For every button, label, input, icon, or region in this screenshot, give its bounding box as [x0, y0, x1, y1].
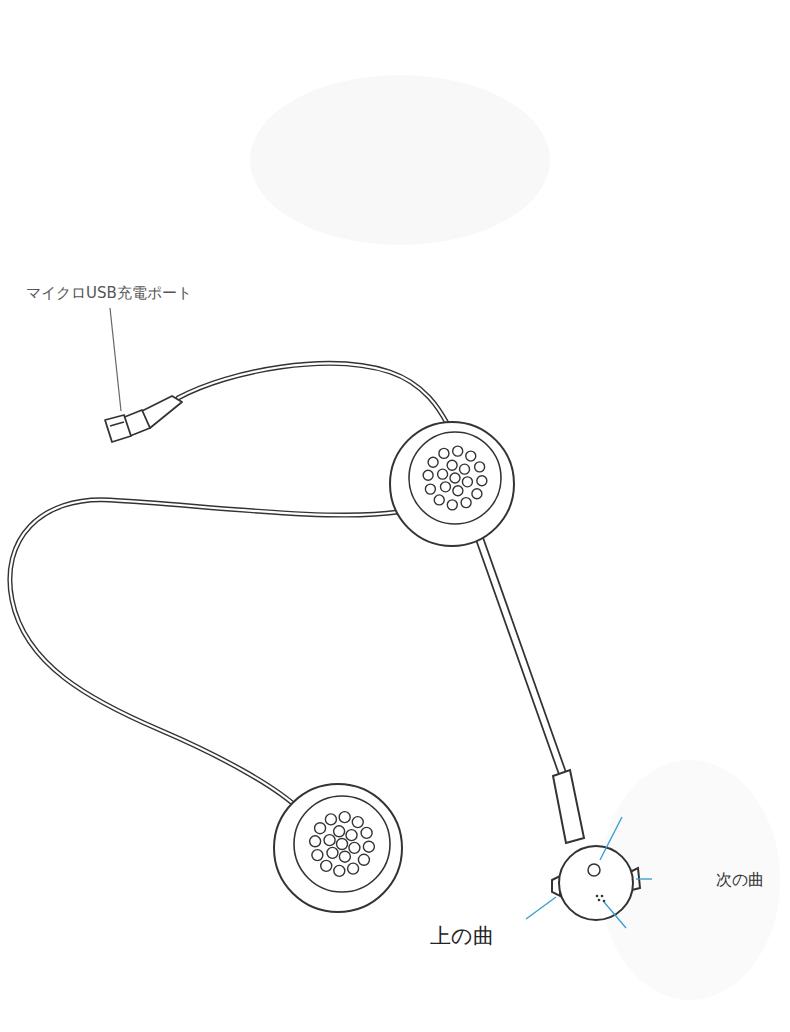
button-label: 次の曲: [716, 870, 764, 889]
speaker: [274, 784, 402, 912]
leader-line: [110, 308, 121, 411]
cable: [10, 364, 562, 810]
boom-sleeve: [553, 770, 584, 843]
speaker: [390, 422, 514, 546]
background-smudge: [250, 75, 550, 245]
port-label: マイクロUSB充電ポート: [26, 284, 192, 302]
button-label: 上の曲: [430, 924, 494, 949]
speaker-holes: [310, 446, 487, 876]
usb-connector: [105, 396, 182, 442]
mic-control-unit: [552, 846, 640, 920]
leader-line: [526, 817, 652, 928]
